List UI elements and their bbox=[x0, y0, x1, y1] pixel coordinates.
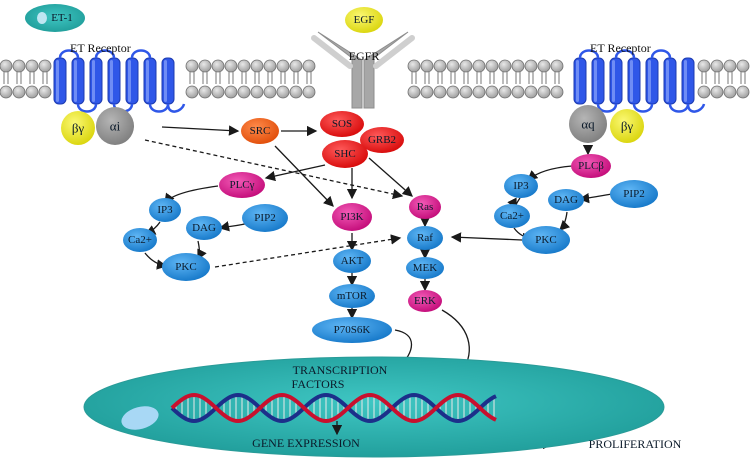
node-p70s6k: P70S6K bbox=[312, 317, 392, 343]
node-ca-left-label: Ca2+ bbox=[128, 234, 152, 246]
arrow-alpha-to-ras bbox=[144, 139, 404, 200]
right-beta-gamma-label: βγ bbox=[621, 119, 634, 134]
node-mek-label: MEK bbox=[413, 262, 438, 274]
egf-ligand: EGF bbox=[345, 7, 383, 33]
node-grb2-label: GRB2 bbox=[368, 134, 396, 146]
g-protein-right: αq βγ bbox=[569, 105, 644, 143]
node-dag-right-label: DAG bbox=[554, 194, 578, 206]
et-receptor-left-label: ET Receptor bbox=[70, 41, 131, 55]
right-alpha-label: αq bbox=[581, 117, 595, 132]
node-src: SRC bbox=[241, 118, 279, 144]
node-ca-right: Ca2+ bbox=[494, 204, 530, 228]
node-akt-label: AKT bbox=[341, 255, 364, 267]
signaling-nodes: SRCSOSGRB2SHCPLCγIP3PIP2DAGCa2+PKCPI3KAK… bbox=[123, 111, 658, 343]
proliferation-label: PROLIFERATION bbox=[589, 437, 682, 451]
arrow-shc-to-plc bbox=[264, 164, 326, 182]
et-receptor-right bbox=[573, 49, 706, 113]
factors-label: FACTORS bbox=[292, 377, 345, 391]
transcription-label: TRANSCRIPTION bbox=[293, 363, 388, 377]
node-shc-label: SHC bbox=[334, 148, 355, 160]
node-pkc-right-label: PKC bbox=[535, 234, 556, 246]
node-src-label: SRC bbox=[250, 125, 271, 137]
node-pkc-right: PKC bbox=[522, 226, 570, 254]
egfr-receptor: EGFR bbox=[311, 31, 415, 109]
node-ca-left: Ca2+ bbox=[123, 228, 157, 252]
node-mtor-label: mTOR bbox=[337, 290, 368, 302]
node-ras: Ras bbox=[409, 195, 441, 219]
arrow-pkc-right-to-raf bbox=[450, 232, 523, 243]
node-pi3k: PI3K bbox=[332, 203, 372, 231]
node-dag-left: DAG bbox=[186, 216, 222, 240]
node-pi3k-label: PI3K bbox=[340, 211, 363, 223]
node-ip3-right-label: IP3 bbox=[513, 180, 529, 192]
node-grb2: GRB2 bbox=[360, 127, 404, 153]
node-sos-label: SOS bbox=[332, 118, 352, 130]
arrow-dag-to-pkc-right bbox=[559, 211, 571, 231]
left-alpha-label: αi bbox=[110, 119, 121, 134]
node-pip2-left: PIP2 bbox=[242, 204, 288, 232]
g-protein-left: βγ αi bbox=[61, 107, 134, 145]
node-p70s6k-label: P70S6K bbox=[334, 324, 371, 336]
node-erk-label: ERK bbox=[414, 295, 436, 307]
node-pip2-left-label: PIP2 bbox=[254, 212, 275, 224]
node-ip3-left-label: IP3 bbox=[157, 204, 173, 216]
et1-ligand: ET-1 bbox=[25, 4, 85, 32]
arrow-pkc-left-to-raf bbox=[214, 234, 402, 268]
node-sos: SOS bbox=[320, 111, 364, 137]
arrow-plc-to-ip3-right bbox=[527, 165, 573, 181]
node-ip3-right: IP3 bbox=[504, 174, 538, 198]
node-pkc-left-label: PKC bbox=[175, 261, 196, 273]
node-raf: Raf bbox=[407, 226, 443, 250]
node-shc: SHC bbox=[322, 140, 368, 168]
node-plc-left: PLCγ bbox=[219, 172, 265, 198]
et-receptor-right-label: ET Receptor bbox=[590, 41, 651, 55]
node-ca-right-label: Ca2+ bbox=[500, 210, 524, 222]
node-dag-right: DAG bbox=[548, 189, 584, 211]
arrow-pip2-to-dag-right bbox=[578, 192, 613, 204]
node-raf-label: Raf bbox=[417, 232, 433, 244]
egfr-label: EGFR bbox=[349, 49, 380, 63]
node-ip3-left: IP3 bbox=[149, 198, 181, 222]
node-plc-right: PLCβ bbox=[571, 154, 611, 178]
et-receptor-left bbox=[53, 49, 186, 113]
node-pkc-left: PKC bbox=[162, 253, 210, 281]
left-beta-gamma-label: βγ bbox=[72, 121, 85, 136]
node-pip2-right-label: PIP2 bbox=[623, 188, 644, 200]
nucleus: TRANSCRIPTION FACTORS GENE EXPRESSION bbox=[83, 356, 665, 458]
node-erk: ERK bbox=[408, 290, 442, 312]
dna-helix bbox=[170, 392, 497, 424]
node-mek: MEK bbox=[406, 257, 444, 279]
arrow-src-to-pi3k bbox=[274, 145, 334, 207]
node-plc-right-label: PLCβ bbox=[578, 160, 604, 172]
node-ras-label: Ras bbox=[417, 201, 434, 213]
egf-label: EGF bbox=[354, 14, 375, 26]
node-dag-left-label: DAG bbox=[192, 222, 216, 234]
et1-label: ET-1 bbox=[51, 12, 73, 24]
node-plc-left-label: PLCγ bbox=[229, 179, 254, 191]
node-akt: AKT bbox=[333, 249, 371, 273]
arrow-alpha-to-src bbox=[161, 125, 240, 136]
arrow-shc-to-ras bbox=[368, 157, 413, 197]
gene-expression-label: GENE EXPRESSION bbox=[252, 436, 360, 450]
node-pip2-right: PIP2 bbox=[610, 180, 658, 208]
node-mtor: mTOR bbox=[329, 284, 375, 308]
cell-membrane bbox=[0, 59, 750, 99]
